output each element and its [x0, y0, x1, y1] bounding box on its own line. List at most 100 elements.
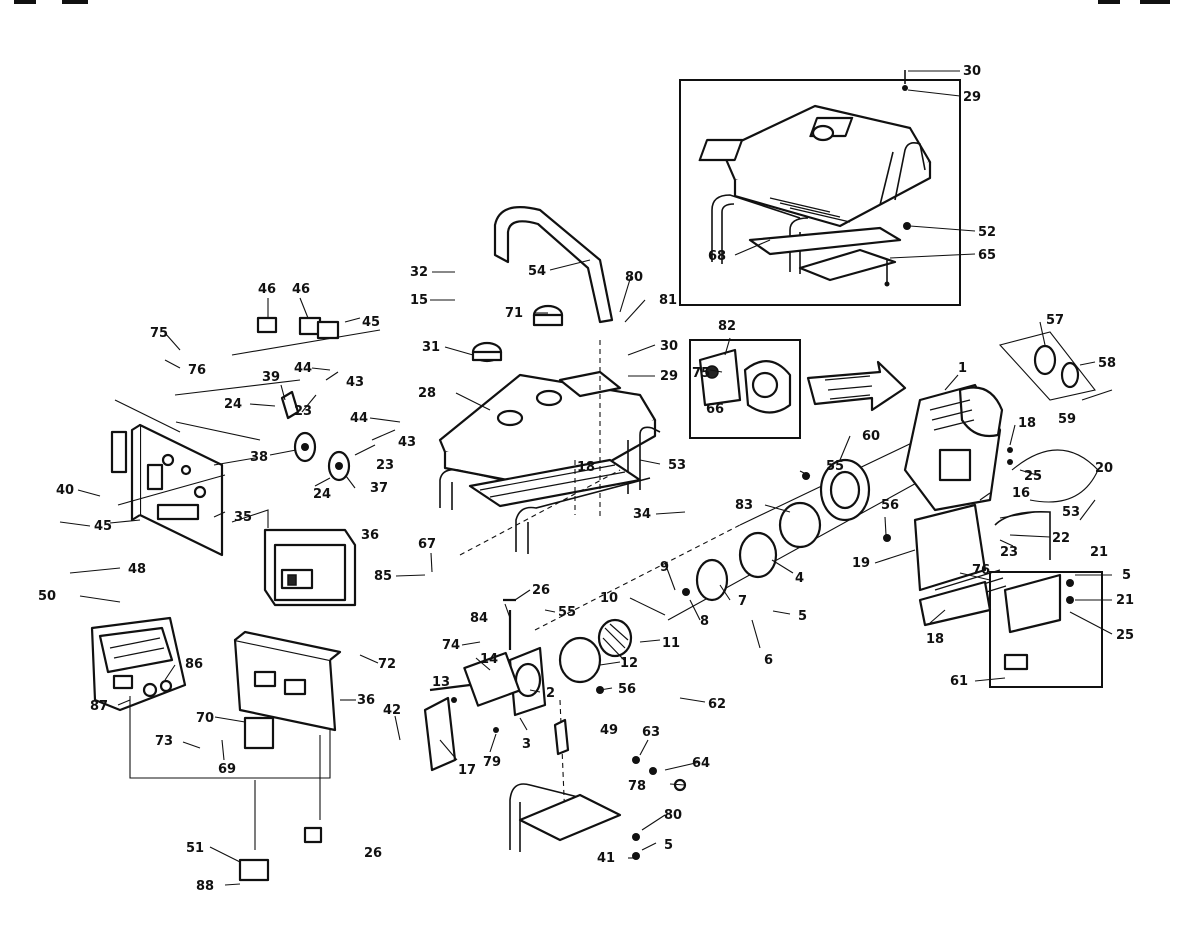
- callout-82: 82: [718, 319, 736, 334]
- callout-64: 64: [692, 756, 710, 771]
- callout-28: 28: [418, 386, 436, 401]
- callout-42: 42: [383, 703, 401, 718]
- inset-detail-82: [689, 339, 801, 439]
- callout-13: 13: [432, 675, 450, 690]
- callout-76: 76: [972, 563, 990, 578]
- page-header-marks: [14, 0, 1170, 4]
- callout-72: 72: [378, 657, 396, 672]
- callout-79: 79: [483, 755, 501, 770]
- carry-handle: [493, 206, 614, 324]
- callout-51: 51: [186, 841, 204, 856]
- callout-35: 35: [234, 510, 252, 525]
- control-panel: [110, 423, 224, 557]
- callout-59: 59: [1058, 412, 1076, 427]
- callout-25: 25: [1116, 628, 1134, 643]
- callout-26: 26: [532, 583, 550, 598]
- callout-55: 55: [558, 605, 576, 620]
- callout-9: 9: [660, 560, 669, 575]
- lower-panels: [90, 616, 342, 882]
- main-frame: [439, 426, 661, 554]
- callout-66: 66: [706, 402, 724, 417]
- alternator-assembly: [429, 458, 891, 733]
- inset-muffler-box: [989, 571, 1103, 688]
- callout-68: 68: [708, 249, 726, 264]
- callout-80: 80: [625, 270, 643, 285]
- callout-62: 62: [708, 697, 726, 712]
- callout-65: 65: [978, 248, 996, 263]
- callout-23: 23: [1000, 545, 1018, 560]
- callout-8: 8: [700, 614, 709, 629]
- junction-box: [231, 509, 357, 607]
- callout-84: 84: [470, 611, 488, 626]
- callout-70: 70: [196, 711, 214, 726]
- callout-41: 41: [597, 851, 615, 866]
- callout-18: 18: [1018, 416, 1036, 431]
- callout-23: 23: [376, 458, 394, 473]
- callout-32: 32: [410, 265, 428, 280]
- callout-2: 2: [546, 686, 555, 701]
- callout-7: 7: [738, 594, 747, 609]
- callout-24: 24: [224, 397, 242, 412]
- engine: [903, 383, 1099, 512]
- callout-16: 16: [1012, 486, 1030, 501]
- callout-19: 19: [852, 556, 870, 571]
- callout-56: 56: [618, 682, 636, 697]
- callout-54: 54: [528, 264, 546, 279]
- callout-40: 40: [56, 483, 74, 498]
- callout-88: 88: [196, 879, 214, 894]
- callout-45: 45: [362, 315, 380, 330]
- callout-25: 25: [1024, 469, 1042, 484]
- callout-56: 56: [881, 498, 899, 513]
- callout-10: 10: [600, 591, 618, 606]
- inset-frame-assembly: [679, 70, 961, 306]
- callout-3: 3: [522, 737, 531, 752]
- callout-4: 4: [795, 571, 804, 586]
- callout-36: 36: [361, 528, 379, 543]
- callout-61: 61: [950, 674, 968, 689]
- callout-44: 44: [350, 411, 368, 426]
- callout-11: 11: [662, 636, 680, 651]
- callout-67: 67: [418, 537, 436, 552]
- callout-43: 43: [346, 375, 364, 390]
- callout-14: 14: [480, 652, 498, 667]
- panel-components: [114, 316, 381, 506]
- callout-20: 20: [1095, 461, 1113, 476]
- callout-48: 48: [128, 562, 146, 577]
- callout-22: 22: [1052, 531, 1070, 546]
- callout-55: 55: [826, 459, 844, 474]
- callout-30: 30: [660, 339, 678, 354]
- callout-5: 5: [1122, 568, 1131, 583]
- callout-80: 80: [664, 808, 682, 823]
- muffler-parts: [913, 331, 1096, 627]
- callout-53: 53: [668, 458, 686, 473]
- callout-12: 12: [620, 656, 638, 671]
- fuel-tank: [438, 304, 657, 492]
- callout-78: 78: [628, 779, 646, 794]
- leader-lines: [59, 70, 1113, 886]
- callout-75: 75: [150, 326, 168, 341]
- callout-18: 18: [926, 632, 944, 647]
- callout-74: 74: [442, 638, 460, 653]
- callout-labels: 30 29 52 65 68 32 15 54 80 81 71 31 30 2…: [38, 64, 1134, 894]
- callout-69: 69: [218, 762, 236, 777]
- callout-15: 15: [410, 293, 428, 308]
- callout-29: 29: [963, 90, 981, 105]
- callout-37: 37: [370, 481, 388, 496]
- callout-21: 21: [1090, 545, 1108, 560]
- callout-60: 60: [862, 429, 880, 444]
- stand-bracket: [423, 696, 687, 860]
- callout-26: 26: [364, 846, 382, 861]
- callout-43: 43: [398, 435, 416, 450]
- callout-30: 30: [963, 64, 981, 79]
- callout-23: 23: [294, 404, 312, 419]
- callout-24: 24: [313, 487, 331, 502]
- callout-17: 17: [458, 763, 476, 778]
- callout-73: 73: [155, 734, 173, 749]
- callout-63: 63: [642, 725, 660, 740]
- callout-53: 53: [1062, 505, 1080, 520]
- callout-52: 52: [978, 225, 996, 240]
- callout-50: 50: [38, 589, 56, 604]
- callout-83: 83: [735, 498, 753, 513]
- callout-38: 38: [250, 450, 268, 465]
